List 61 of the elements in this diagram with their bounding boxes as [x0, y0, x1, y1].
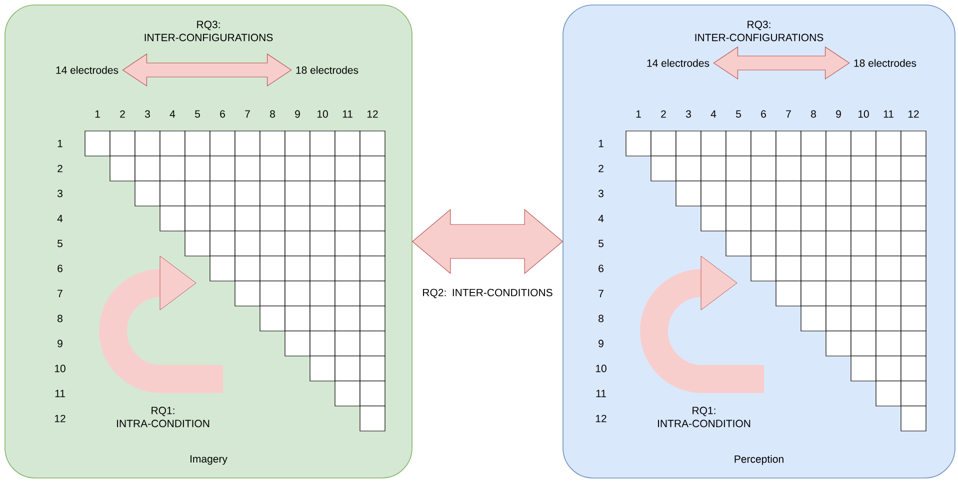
- column-number: 1: [95, 110, 100, 118]
- row-number: 5: [58, 240, 62, 248]
- row-number: 3: [598, 190, 604, 198]
- column-number: 10: [858, 110, 869, 118]
- column-number: 7: [786, 110, 791, 118]
- row-number: 6: [58, 264, 62, 272]
- row-number: 8: [598, 314, 604, 322]
- electrode-label: 14 electrodes: [647, 59, 710, 67]
- column-number: 12: [367, 110, 378, 118]
- column-number: 3: [686, 110, 691, 118]
- panel-heading: RQ3: INTER-CONFIGURATIONS: [695, 20, 824, 42]
- column-number: 2: [120, 110, 125, 118]
- column-number: 5: [736, 110, 741, 118]
- row-number: 11: [596, 390, 606, 398]
- column-number: 11: [884, 110, 894, 118]
- column-number: 8: [270, 110, 275, 118]
- electrode-label: 18 electrodes: [854, 59, 916, 67]
- column-number: 9: [836, 110, 841, 118]
- column-number: 6: [220, 110, 225, 118]
- row-number: 1: [58, 140, 62, 148]
- column-number: 5: [195, 110, 200, 118]
- panel-heading: RQ3: INTER-CONFIGURATIONS: [144, 20, 273, 42]
- column-number: 8: [811, 110, 816, 118]
- column-number: 3: [144, 110, 150, 118]
- column-number: 10: [317, 110, 328, 118]
- column-number: 4: [170, 110, 176, 118]
- row-number: 2: [58, 164, 62, 172]
- row-number: 10: [54, 364, 66, 372]
- column-number: 11: [342, 110, 352, 118]
- row-number: 11: [55, 390, 65, 398]
- row-number: 4: [57, 214, 63, 222]
- column-number: 1: [636, 110, 641, 118]
- double-arrow: [122, 53, 292, 87]
- row-number: 9: [58, 340, 62, 348]
- column-number: 12: [908, 110, 919, 118]
- panel-caption: Imagery: [190, 455, 228, 465]
- column-number: 9: [295, 110, 300, 118]
- column-number: 4: [710, 110, 716, 118]
- row-number: 4: [598, 214, 604, 222]
- row-number: 1: [598, 140, 604, 148]
- row-number: 7: [58, 290, 62, 298]
- row-number: 2: [598, 164, 604, 172]
- question-label: RQ1: INTRA-CONDITION: [658, 406, 750, 428]
- row-number: 7: [598, 290, 604, 298]
- row-number: 3: [57, 190, 62, 198]
- row-number: 9: [598, 340, 604, 348]
- column-number: 7: [245, 110, 250, 118]
- edge-label: RQ2: INTER-CONDITIONS: [423, 288, 552, 298]
- column-number: 2: [661, 110, 666, 118]
- question-label: RQ1: INTRA-CONDITION: [117, 406, 210, 428]
- panel-caption: Perception: [734, 455, 784, 465]
- row-number: 5: [598, 240, 604, 248]
- electrode-label: 18 electrodes: [296, 66, 358, 74]
- double-arrow: [713, 46, 850, 80]
- row-number: 12: [54, 414, 66, 422]
- row-number: 12: [596, 414, 606, 422]
- row-number: 10: [596, 364, 606, 372]
- row-number: 6: [598, 264, 604, 272]
- electrode-label: 14 electrodes: [56, 66, 118, 74]
- row-number: 8: [58, 314, 62, 322]
- column-number: 6: [761, 110, 766, 118]
